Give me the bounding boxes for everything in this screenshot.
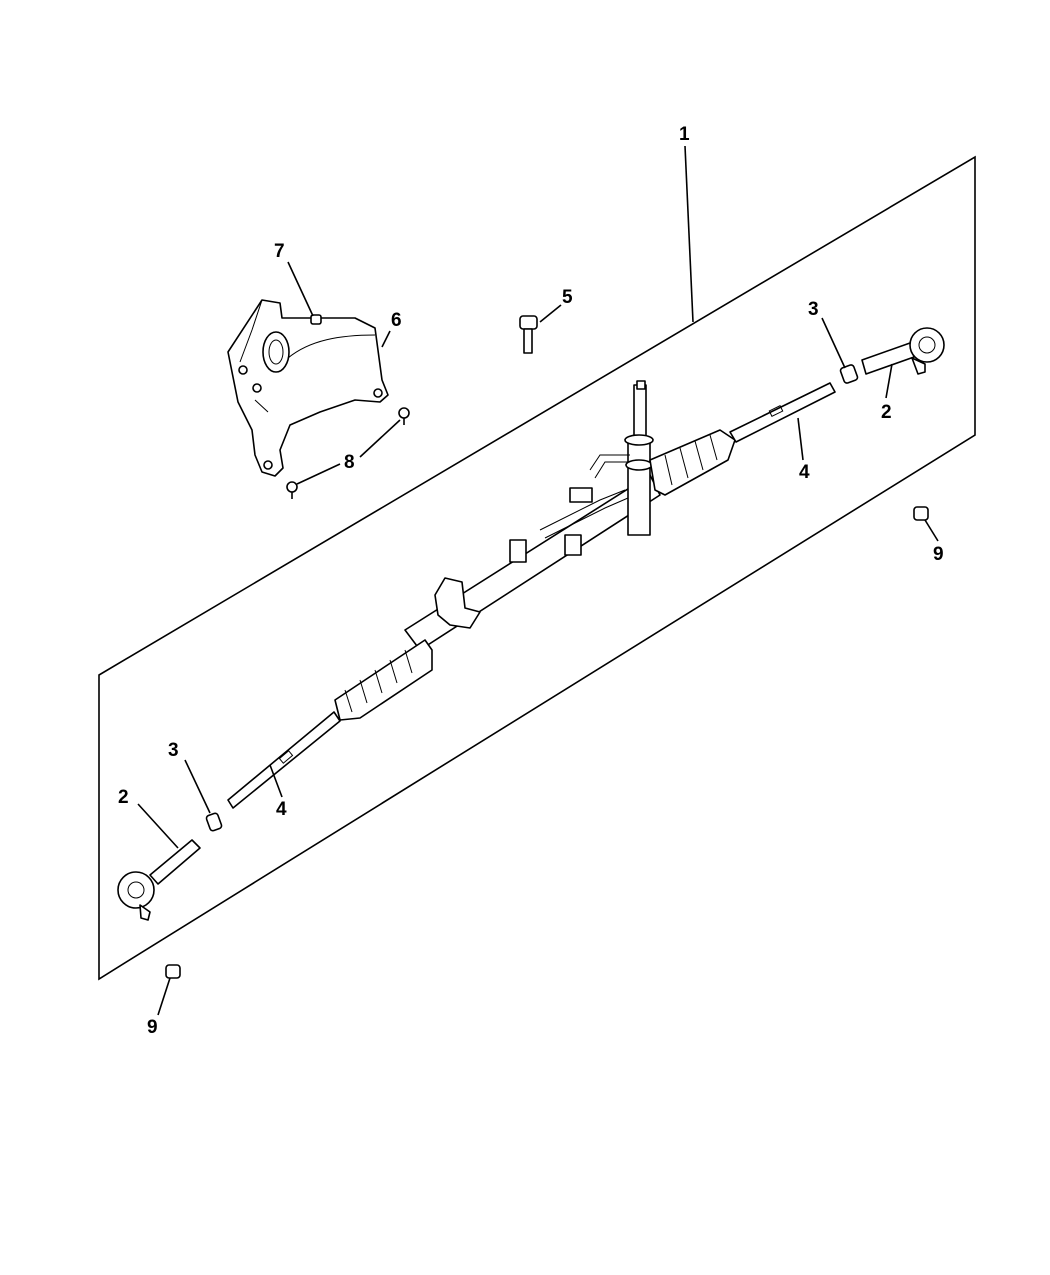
callout-1: 1: [679, 124, 690, 145]
callout-9-right: 9: [933, 544, 944, 565]
nut-9-right: [913, 506, 929, 521]
outer-tie-rod-end-right: [861, 327, 945, 375]
outer-tie-rod-end-left: [117, 839, 201, 921]
jam-nut-right: [839, 364, 859, 384]
screw-7: [310, 314, 322, 325]
screw-8-lower: [286, 481, 298, 499]
callout-2-right: 2: [881, 402, 892, 423]
screw-8-upper: [398, 407, 410, 425]
heat-shield: [227, 299, 389, 477]
callout-6: 6: [391, 310, 402, 331]
nut-9-left: [165, 964, 181, 979]
right-boot: [649, 429, 736, 496]
bolt-5: [519, 315, 538, 354]
leader-lines: [137, 145, 939, 1016]
callout-3-right: 3: [808, 299, 819, 320]
inner-tie-rod-left: [227, 711, 341, 809]
callout-4-left: 4: [276, 799, 287, 820]
inner-tie-rod-right: [729, 382, 836, 443]
callout-3-left: 3: [168, 740, 179, 761]
assembly-outline-panel: [98, 155, 976, 981]
left-boot: [334, 639, 433, 721]
callout-5: 5: [562, 287, 573, 308]
callout-4-right: 4: [799, 462, 810, 483]
callout-2-left: 2: [118, 787, 129, 808]
callout-9-left: 9: [147, 1017, 158, 1038]
steering-gear-rack: [334, 380, 736, 721]
callout-7: 7: [274, 241, 285, 262]
jam-nut-left: [205, 812, 223, 832]
callout-8: 8: [344, 452, 355, 473]
